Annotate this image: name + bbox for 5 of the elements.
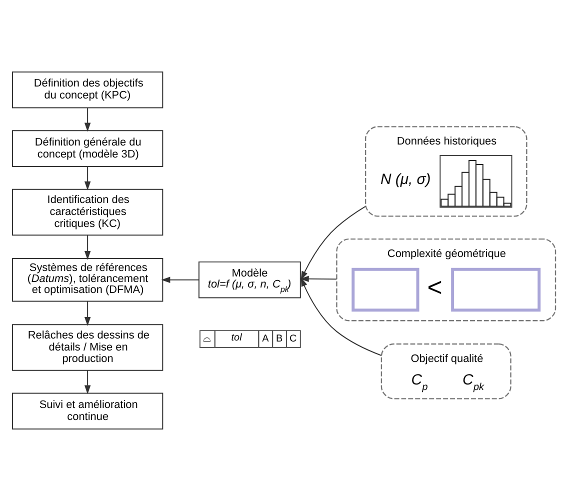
label: ⌓ [202, 334, 211, 344]
label: B [276, 334, 283, 344]
label: A [262, 334, 269, 344]
label: tol [231, 332, 242, 344]
label: C [289, 334, 297, 344]
